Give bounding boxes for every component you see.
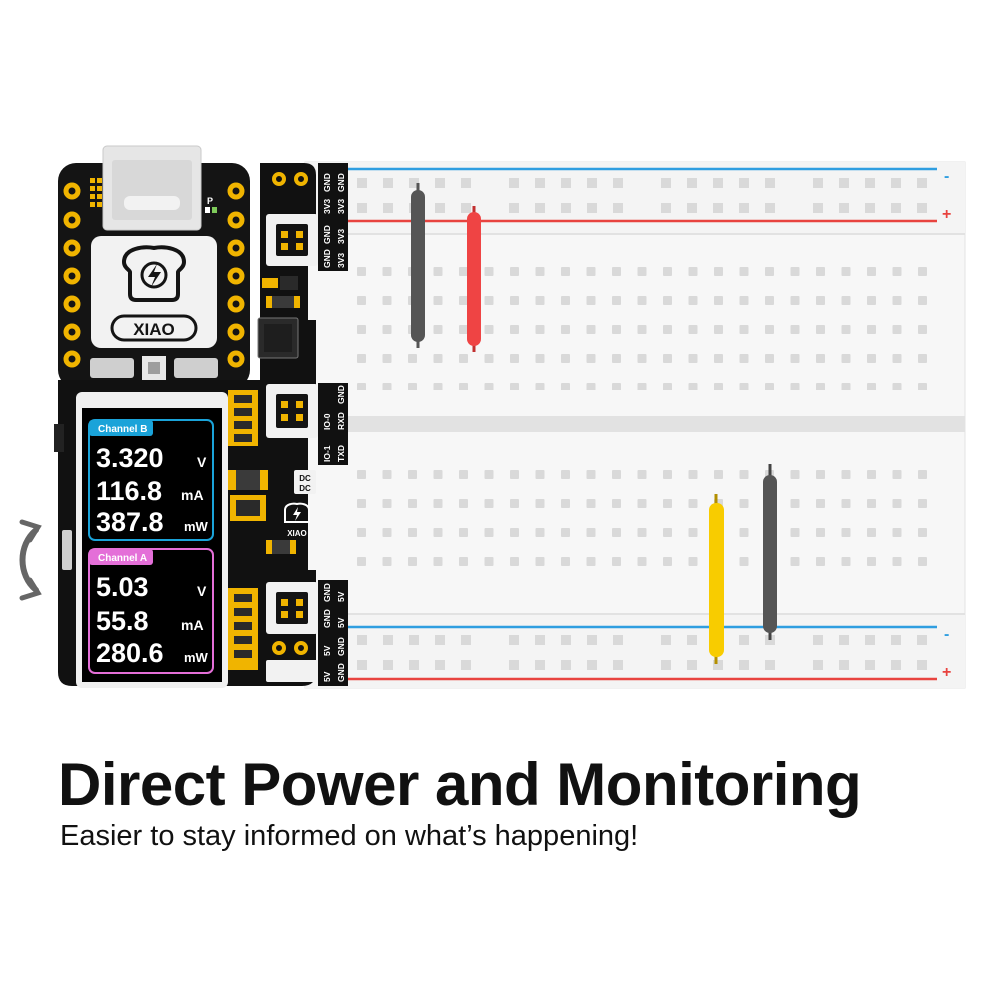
pin-label-5v-b: 5V <box>336 617 346 628</box>
dcdc-label-line1: DC <box>299 474 311 483</box>
dark-jumper-wire-top-body <box>411 190 425 342</box>
pin-label-gnd-a: GND <box>322 173 332 192</box>
side-switch <box>62 530 72 570</box>
dark-jumper-wire-bottom-body <box>763 475 777 633</box>
side-pads <box>63 182 245 368</box>
channel-a-panel: Channel A 5.03 V 55.8 mA 280.6 mW <box>88 548 214 674</box>
channel-b-current: 116.8 <box>96 476 162 506</box>
pin-label-gnd-d: GND <box>322 249 332 268</box>
lcd-display: Channel B 3.320 V 116.8 mA 387.8 mW Chan… <box>76 392 228 688</box>
pin-label-gnd-e: GND <box>322 583 332 602</box>
pin-label-gnd-g: GND <box>336 637 346 656</box>
channel-b-power-unit: mW <box>184 519 209 534</box>
boot-button <box>174 358 218 378</box>
upper-terminal-holes <box>354 262 939 390</box>
reset-button <box>90 358 134 378</box>
usb-c-connector-icon <box>102 145 202 231</box>
jumper-block-middle <box>266 384 318 438</box>
channel-b-panel: Channel B 3.320 V 116.8 mA 387.8 mW <box>88 419 214 541</box>
pin-label-5v-a: 5V <box>336 591 346 602</box>
channel-a-voltage-unit: V <box>197 583 207 599</box>
channel-a-power: 280.6 <box>96 638 164 668</box>
channel-a-power-unit: mW <box>184 650 209 665</box>
pin-label-5v-c: 5V <box>322 645 332 656</box>
pin-label-rxd: RXD <box>336 412 346 430</box>
pin-label-gnd-f: GND <box>322 609 332 628</box>
dcdc-label: DC DC <box>294 470 316 494</box>
channel-b-voltage-unit: V <box>197 454 207 470</box>
smd-components <box>228 276 300 670</box>
bottom-rail-holes <box>357 635 927 670</box>
center-channel <box>305 416 965 432</box>
subheadline: Easier to stay informed on what’s happen… <box>60 820 639 852</box>
top-power-rail <box>305 162 965 234</box>
pin-label-gnd-b: GND <box>336 173 346 192</box>
pin-label-3v3-d: 3V3 <box>336 253 346 268</box>
lower-terminal-holes <box>354 458 939 586</box>
top-rail-minus-label: - <box>944 168 949 185</box>
pin-label-gnd-c: GND <box>322 225 332 244</box>
pin-label-3v3-b: 3V3 <box>336 199 346 214</box>
breadboard: - + - + <box>304 161 966 689</box>
xiao-board: P XIAO <box>58 145 250 388</box>
pin-label-3v3-c: 3V3 <box>336 229 346 244</box>
bottom-rail-minus-label: - <box>944 626 949 643</box>
channel-a-voltage: 5.03 <box>96 572 149 602</box>
pin-label-txd: TXD <box>336 445 346 462</box>
pin-label-column: GND GND 3V3 3V3 GND 3V3 GND 3V3 IO-0 RXD… <box>318 163 348 686</box>
bottom-rail-plus-label: + <box>942 664 951 681</box>
channel-a-label: Channel A <box>98 553 147 564</box>
dcdc-label-line2: DC <box>299 484 311 493</box>
channel-a-current: 55.8 <box>96 606 149 636</box>
top-rail-plus-label: + <box>942 206 951 223</box>
pin-label-io0: IO-0 <box>322 413 332 430</box>
top-header-pads <box>272 172 308 655</box>
jumper-wires <box>411 183 777 664</box>
small-xiao-logo-icon: XIAO <box>284 502 310 538</box>
small-xiao-logo-text: XIAO <box>287 529 307 538</box>
channel-b-current-unit: mA <box>181 487 204 503</box>
led-label: P <box>207 196 213 206</box>
channel-b-voltage: 3.320 <box>96 443 164 473</box>
toast-lightning-logo-icon: XIAO <box>91 236 217 348</box>
jumper-block-bottom <box>266 582 318 634</box>
pin-label-gnd-h: GND <box>336 663 346 682</box>
yellow-jumper-wire-body <box>709 503 724 657</box>
channel-a-current-unit: mA <box>181 617 204 633</box>
pin-label-io1: IO-1 <box>322 445 332 462</box>
rotate-arrows-icon <box>19 519 42 601</box>
red-jumper-wire-body <box>467 212 481 346</box>
headline: Direct Power and Monitoring <box>58 751 862 818</box>
pin-label-gnd-mid: GND <box>336 385 346 404</box>
jumper-block-top <box>266 214 318 266</box>
pin-label-3v3-a: 3V3 <box>322 199 332 214</box>
monitor-ic-chip <box>257 317 299 359</box>
xiao-logo-text: XIAO <box>133 320 175 339</box>
pin-label-5v-d: 5V <box>322 671 332 682</box>
channel-b-label: Channel B <box>98 424 147 435</box>
channel-b-power: 387.8 <box>96 507 164 537</box>
